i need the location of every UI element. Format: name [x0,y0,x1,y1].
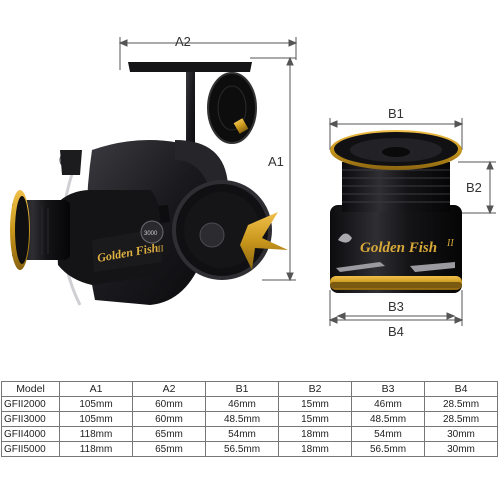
table-cell: 54mm [205,426,279,442]
dimension-label-b2: B2 [466,180,482,195]
table-cell: 18mm [278,441,352,457]
dimension-a1 [250,56,296,282]
dimension-label-b4: B4 [388,324,404,339]
table-row: GFII5000 118mm 65mm 56.5mm 18mm 56.5mm 3… [1,441,498,457]
table-cell: GFII4000 [1,426,60,442]
table-cell: 15mm [278,411,352,427]
spool-lower-body [330,205,462,293]
reel-series-mark: II [156,243,166,254]
header-b2: B2 [278,381,352,397]
table-cell: 118mm [59,426,133,442]
reel-handle-knob [207,72,257,144]
table-cell: 105mm [59,396,133,412]
table-cell: 30mm [424,441,498,457]
table-cell: 48.5mm [351,411,425,427]
dimension-label-a2: A2 [175,34,191,49]
table-cell: 56.5mm [205,441,279,457]
header-b1: B1 [205,381,279,397]
table-cell: 28.5mm [424,411,498,427]
table-cell: GFII2000 [1,396,60,412]
dimension-label-a1: A1 [268,154,284,169]
table-cell: 60mm [132,396,206,412]
header-model: Model [1,381,60,397]
spec-table-header-row: Model A1 A2 B1 B2 B3 B4 [1,381,498,397]
table-row: GFII3000 105mm 60mm 48.5mm 15mm 48.5mm 2… [1,411,498,427]
spool-series-mark: II [446,238,454,249]
table-row: GFII2000 105mm 60mm 46mm 15mm 46mm 28.5m… [1,396,498,412]
spool-fish-emblem [338,233,352,243]
table-cell: GFII3000 [1,411,60,427]
table-cell: 46mm [205,396,279,412]
reel-fish-emblem [240,212,288,270]
dimension-b4 [328,290,464,326]
table-cell: 56.5mm [351,441,425,457]
header-b3: B3 [351,381,425,397]
table-cell: 48.5mm [205,411,279,427]
dimension-label-b1: B1 [388,106,404,121]
dimension-b1 [328,118,464,150]
table-cell: 105mm [59,411,133,427]
reel-model-badge [140,220,164,244]
spool-brand-text: Golden Fish [360,240,437,256]
reel-knob-gold-ring [233,118,249,134]
table-cell: 30mm [424,426,498,442]
header-a2: A2 [132,381,206,397]
reel-drag-knob [60,150,82,175]
table-cell: 46mm [351,396,425,412]
table-cell: 60mm [132,411,206,427]
reel-handle-stem [186,62,195,157]
table-cell: 54mm [351,426,425,442]
table-cell: 15mm [278,396,352,412]
table-cell: 118mm [59,441,133,457]
reel-foot [128,62,252,72]
table-cell: GFII5000 [1,441,60,457]
table-row: GFII4000 118mm 65mm 54mm 18mm 54mm 30mm [1,426,498,442]
dimension-label-b3: B3 [388,299,404,314]
fishing-reel-illustration: Golden Fish II 3000 [10,62,288,306]
table-cell: 18mm [278,426,352,442]
dimension-b3 [336,312,456,320]
spare-spool-illustration: Golden Fish II [330,130,462,293]
table-cell: 65mm [132,426,206,442]
header-b4: B4 [424,381,498,397]
reel-model-badge-text: 3000 [144,231,158,237]
spec-table: Model A1 A2 B1 B2 B3 B4 GFII2000 105mm 6… [1,381,498,457]
dimension-b2 [458,160,496,215]
table-cell: 65mm [132,441,206,457]
dimension-a2 [118,37,298,70]
table-cell: 28.5mm [424,396,498,412]
header-a1: A1 [59,381,133,397]
